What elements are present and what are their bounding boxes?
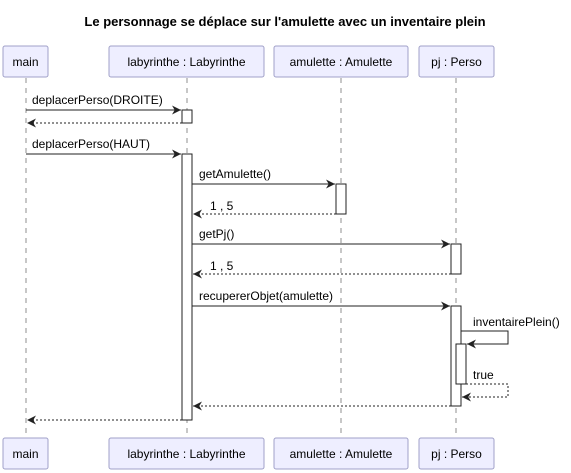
message-label: inventairePlein() — [473, 315, 560, 329]
participant-label: pj : Perso — [431, 447, 482, 461]
return-label: 1 , 5 — [210, 259, 234, 273]
participant-labyrinthe-top: labyrinthe : Labyrinthe — [108, 45, 265, 78]
self-return-arrow — [462, 383, 509, 402]
participant-amulette-top: amulette : Amulette — [273, 45, 409, 78]
participant-label: labyrinthe : Labyrinthe — [127, 55, 245, 69]
message-label: deplacerPerso(HAUT) — [32, 137, 150, 151]
participant-label: main — [12, 55, 38, 69]
activation-amulette — [335, 183, 347, 215]
participant-amulette-bottom: amulette : Amulette — [273, 437, 409, 470]
participant-label: labyrinthe : Labyrinthe — [127, 447, 245, 461]
return-label: true — [473, 368, 494, 382]
participant-main-bottom: main — [2, 437, 49, 470]
participant-label: pj : Perso — [431, 55, 482, 69]
message-label: recupererObjet(amulette) — [199, 289, 333, 303]
participant-pj-bottom: pj : Perso — [418, 437, 495, 470]
diagram-title: Le personnage se déplace sur l'amulette … — [84, 14, 485, 29]
activation-labyrinthe-1 — [181, 109, 193, 124]
participant-label: main — [12, 447, 38, 461]
message-label: getAmulette() — [199, 167, 271, 181]
participant-main-top: main — [2, 45, 49, 78]
self-message-arrow — [461, 330, 509, 349]
activation-pj-3 — [455, 343, 467, 385]
activation-pj-1 — [450, 243, 462, 275]
participant-label: amulette : Amulette — [290, 447, 393, 461]
message-label: getPj() — [199, 227, 234, 241]
participant-labyrinthe-bottom: labyrinthe : Labyrinthe — [108, 437, 265, 470]
participant-label: amulette : Amulette — [290, 55, 393, 69]
return-label: 1 , 5 — [210, 199, 234, 213]
message-label: deplacerPerso(DROITE) — [32, 93, 163, 107]
participant-pj-top: pj : Perso — [418, 45, 495, 78]
activation-labyrinthe-2 — [181, 153, 193, 421]
